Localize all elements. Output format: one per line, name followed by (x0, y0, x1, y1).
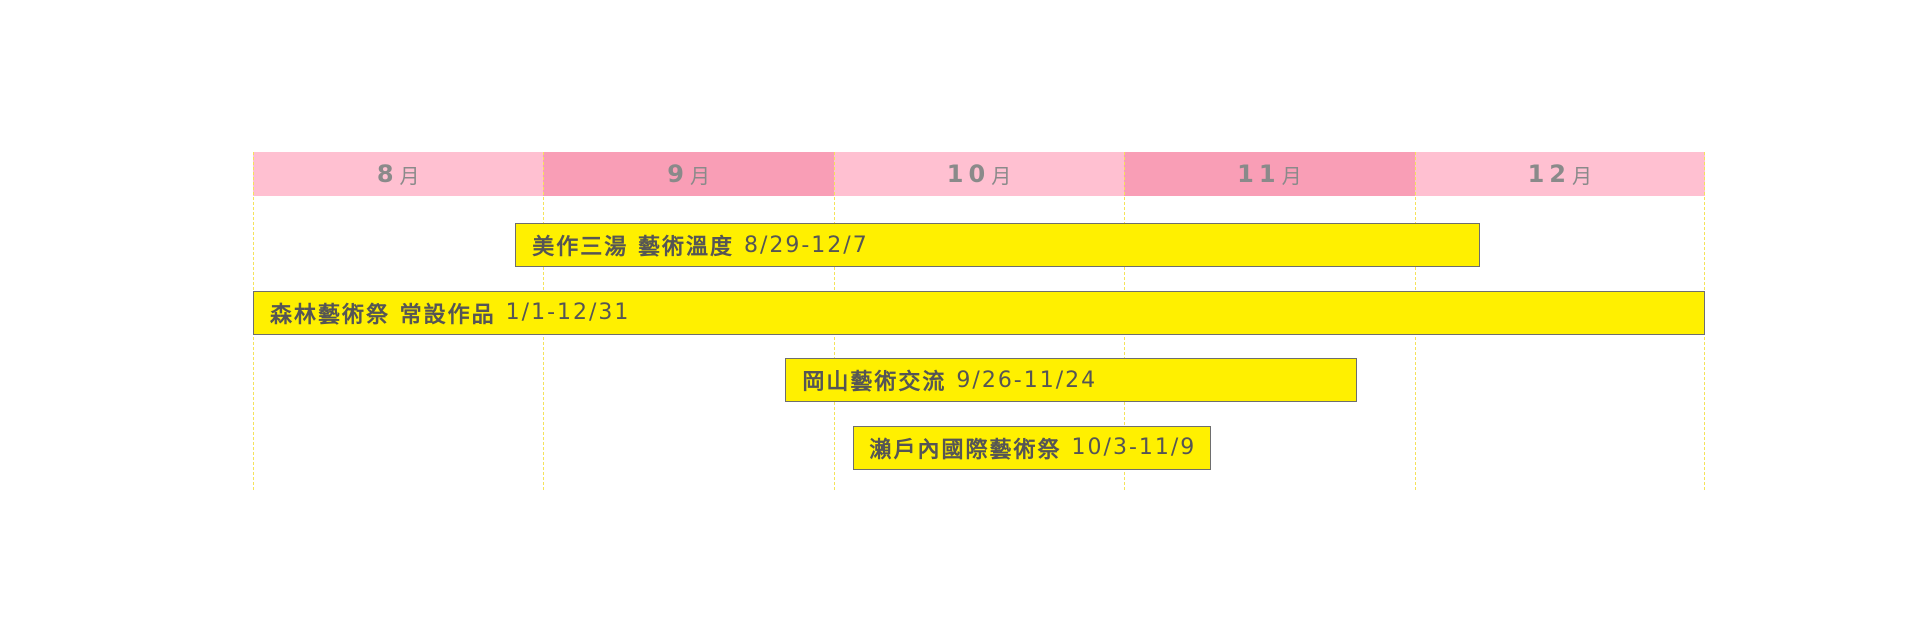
month-number: 11 (1237, 160, 1281, 188)
event-bar: 岡山藝術交流 9/26-11/24 (785, 358, 1357, 402)
event-dates: 9/26-11/24 (956, 367, 1098, 393)
month-number: 9 (667, 160, 689, 188)
event-dates: 8/29-12/7 (743, 232, 869, 258)
event-name: 瀨戶內國際藝術祭 (869, 437, 1062, 463)
event-name: 森林藝術祭 常設作品 (270, 302, 496, 328)
month-unit: 月 (689, 163, 710, 188)
month-unit: 月 (1571, 163, 1592, 188)
month-unit: 月 (991, 163, 1012, 188)
month-number: 12 (1527, 160, 1571, 188)
event-dates: 1/1-12/31 (505, 300, 631, 325)
event-name: 岡山藝術交流 (802, 370, 947, 395)
month-number: 8 (376, 160, 399, 188)
event-bar: 森林藝術祭 常設作品 1/1-12/31 (253, 290, 1705, 335)
month-unit: 月 (399, 163, 420, 188)
month-number: 10 (946, 160, 991, 188)
event-bar: 瀨戶內國際藝術祭 10/3-11/9 (852, 425, 1212, 470)
month-unit: 月 (1281, 163, 1302, 188)
event-dates: 10/3-11/9 (1071, 435, 1197, 460)
event-bar: 美作三湯 藝術溫度 8/29-12/7 (515, 223, 1481, 267)
event-name: 美作三湯 藝術溫度 (532, 235, 734, 260)
